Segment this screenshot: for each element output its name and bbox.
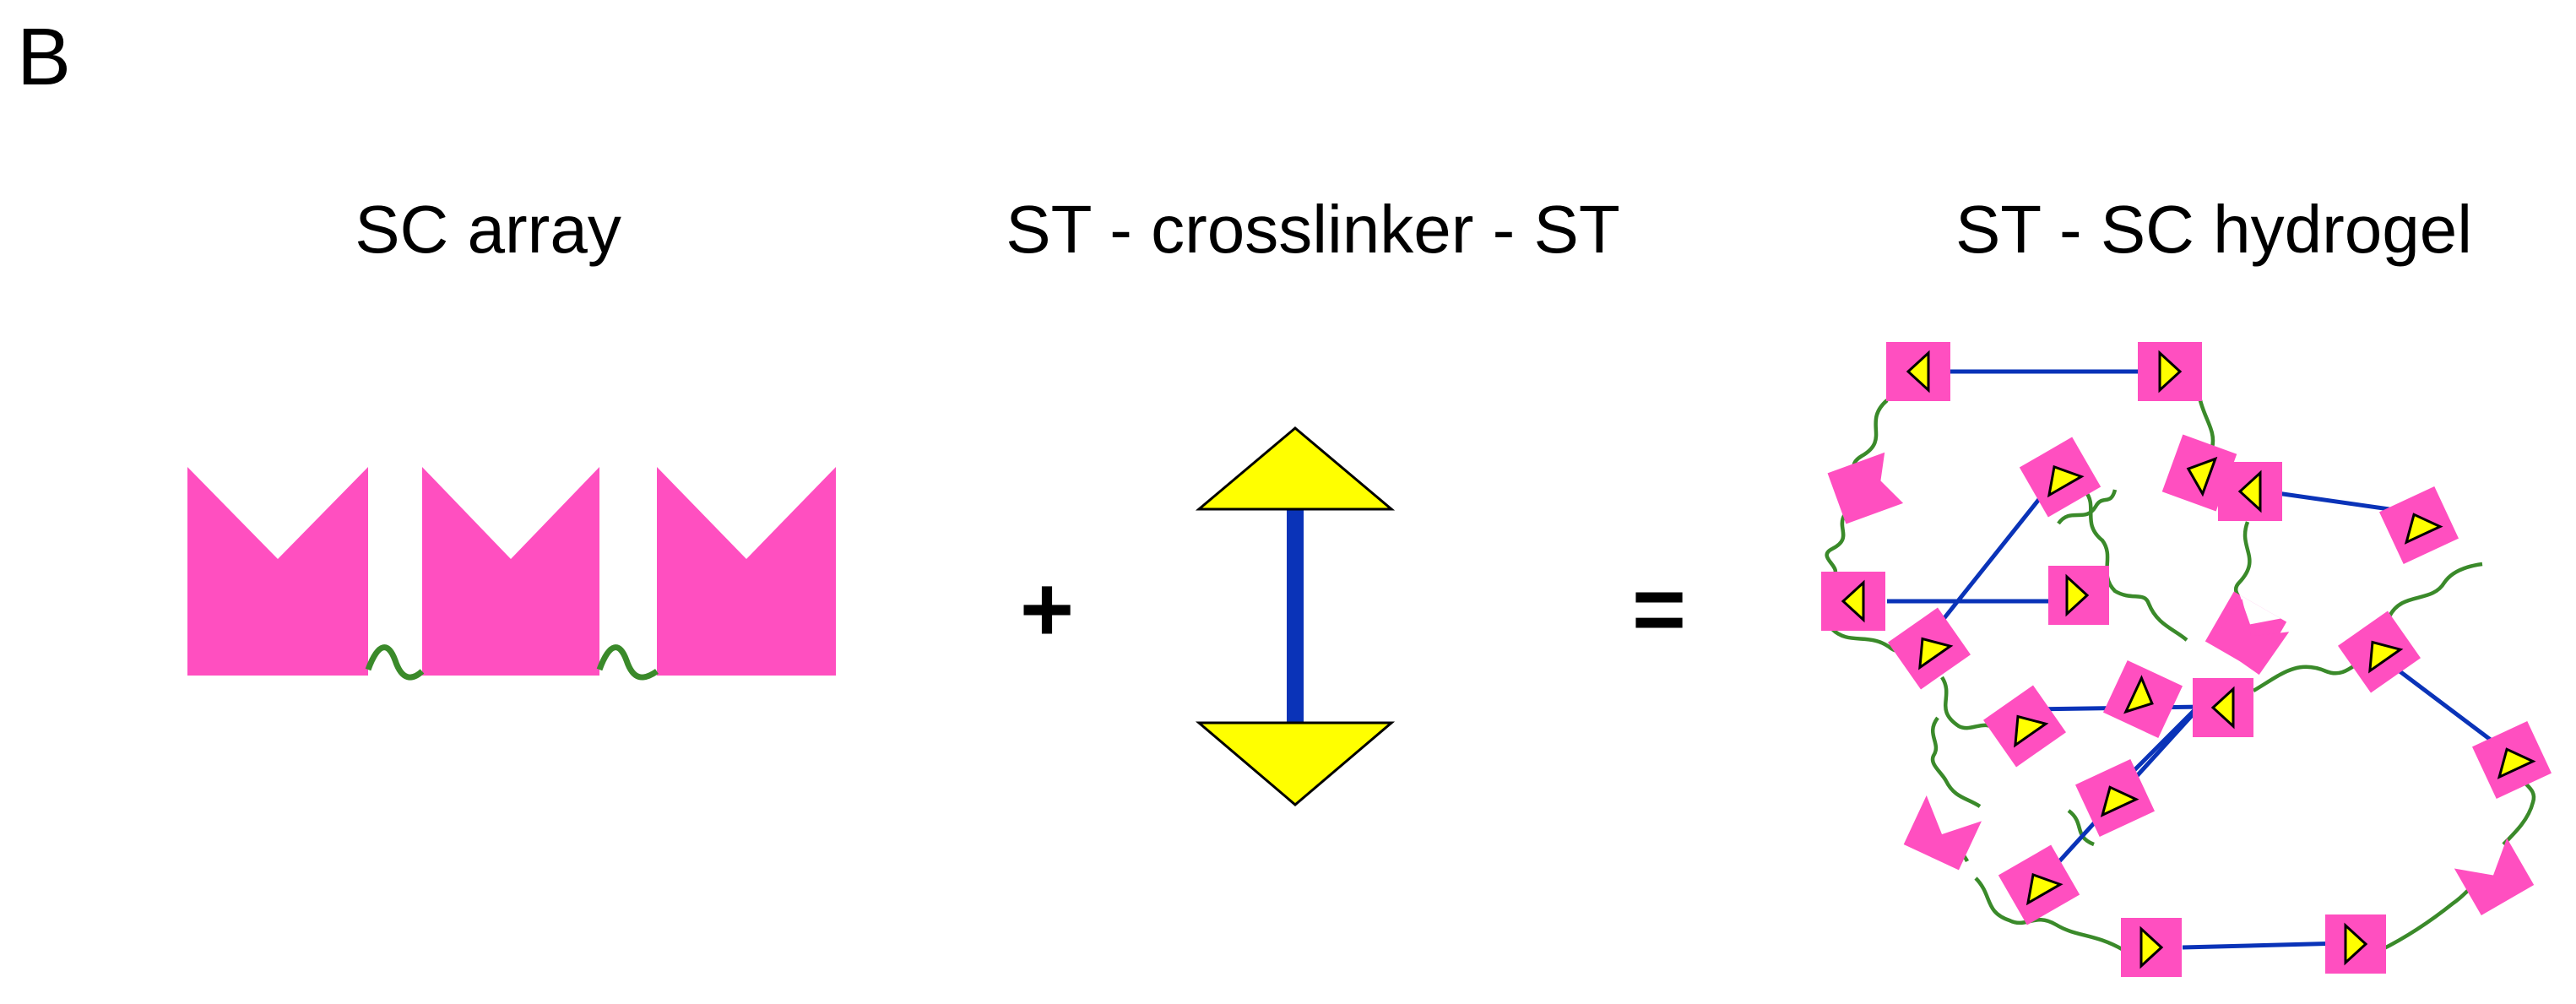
hydrogel-empty-catcher: [1827, 452, 1904, 524]
hydrogel-node: [2121, 918, 2182, 977]
hydrogel-node: [1886, 342, 1950, 401]
hydrogel-node: [2338, 611, 2421, 693]
hydrogel-empty-catcher: [2454, 838, 2535, 915]
panel-label: B: [17, 12, 72, 102]
hydrogel-network: [1821, 342, 2552, 977]
hydrogel-node: [1983, 685, 2066, 768]
hydrogel-linker: [1940, 676, 1998, 732]
hydrogel-empty-catcher: [1903, 795, 1982, 871]
sc-array-title: SC array: [355, 192, 621, 267]
sc-linker: [596, 644, 659, 681]
hydrogel-crosslinker: [2182, 941, 2344, 950]
hydrogel-linker: [2379, 880, 2480, 952]
hydrogel-node: [1888, 607, 1971, 690]
hydrogel-linker: [2067, 809, 2095, 847]
hydrogel-node: [2472, 720, 2552, 800]
crosslinker-title: ST - crosslinker - ST: [1006, 192, 1620, 267]
sc-catcher-block: [657, 467, 836, 676]
hydrogel-node: [2019, 437, 2101, 518]
hydrogel-node: [2048, 566, 2109, 625]
hydrogel-linker: [2057, 489, 2118, 525]
hydrogel-node: [2161, 434, 2237, 512]
hydrogel-title: ST - SC hydrogel: [1955, 192, 2473, 267]
sc-array: [187, 467, 836, 681]
crosslinker: [1195, 426, 1396, 806]
hydrogel-node: [2325, 914, 2386, 974]
hydrogel-crosslinker: [1932, 492, 2045, 633]
hydrogel-node: [2103, 659, 2183, 739]
hydrogel-linker: [2387, 562, 2483, 618]
sc-catcher-block: [187, 467, 368, 676]
sc-linker: [365, 644, 425, 681]
hydrogel-node: [1821, 572, 1885, 631]
hydrogel-node: [2379, 486, 2459, 565]
spytag-triangle-bottom: [1195, 721, 1396, 806]
hydrogel-node: [2138, 342, 2202, 401]
hydrogel-linker: [1825, 505, 1855, 578]
equals-sign: =: [1631, 557, 1687, 661]
plus-sign: +: [1019, 557, 1075, 661]
hydrogel-node: [2075, 758, 2155, 838]
hydrogel-empty-catcher: [2211, 599, 2290, 676]
sc-catcher-block: [422, 467, 599, 676]
spytag-triangle-top: [1195, 426, 1396, 511]
hydrogel-node: [2193, 678, 2253, 737]
hydrogel-node: [1998, 844, 2080, 925]
hydrogel-linker: [1930, 716, 1982, 808]
hydrogel-linker: [2084, 490, 2188, 642]
